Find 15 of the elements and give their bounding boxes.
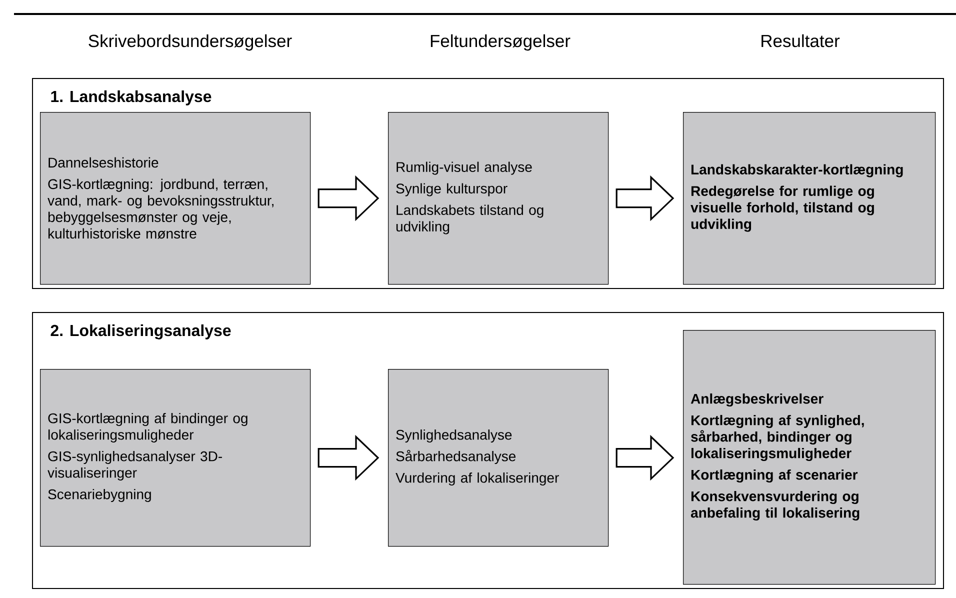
block-arrow xyxy=(616,175,674,222)
block-arrow xyxy=(616,434,674,481)
text-box: Synlighedsanalyse Sårbarhedsanalyse Vurdering af lokaliseringer xyxy=(388,369,609,547)
text-box: Landskabskarakter-kortlægning Redegørelse for rumlige og visuelle forhold, tilstand og udvikling xyxy=(683,112,936,285)
block-arrow xyxy=(318,175,380,222)
text-box: Anlægsbeskrivelser Kortlægning af synlighed, sårbarhed, bindinger og lokaliseringsmuligheder Kortlægning af scenarier Konsekvensvurdering og anbefaling til lokalisering xyxy=(683,330,936,585)
text-box: Rumlig-visuel analyse Synlige kulturspor Landskabets tilstand og udvikling xyxy=(388,112,609,285)
column-heading: Feltundersøgelser xyxy=(430,34,570,51)
column-heading: Resultater xyxy=(762,34,840,48)
panel-title: 2. Lokaliseringsanalyse xyxy=(50,324,231,340)
panel-title: 1. Landskabsanalyse xyxy=(51,90,212,106)
text-box: Dannelseshistorie GIS-kortlægning: jordbund, terræn, vand, mark- og bevoksningsstruktur, bebyggelsesmønster og veje, kulturhistoriske mønstre xyxy=(40,112,311,285)
block-arrow xyxy=(318,434,380,481)
column-heading: Skrivebordsundersøgelser xyxy=(88,34,292,51)
text-box: GIS-kortlægning af bindinger og lokaliseringsmuligheder GIS-synlighedsanalyser 3D-visualiseringer Scenariebygning xyxy=(40,369,311,547)
